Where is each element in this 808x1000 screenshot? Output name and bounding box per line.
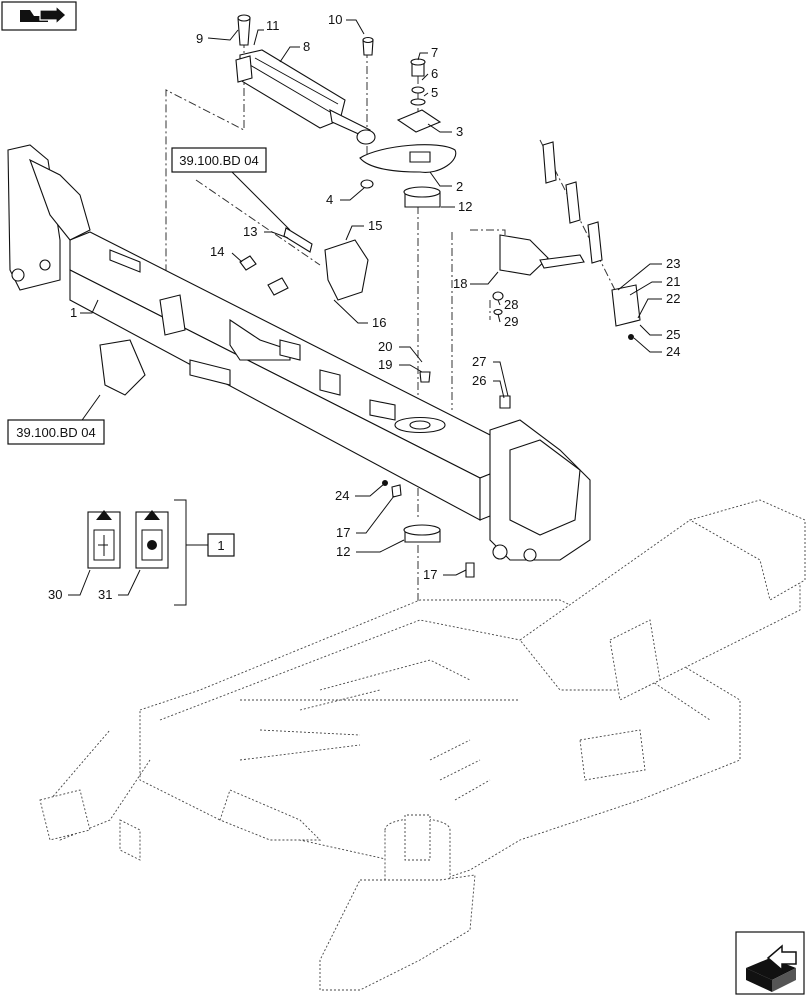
mounting-frame-beam [7, 144, 591, 562]
reference-label: 39.100.BD 04 [179, 153, 259, 168]
reference-label: 39.100.BD 04 [16, 425, 96, 440]
callout-23[interactable]: 23 [666, 256, 680, 271]
tractor-chassis [39, 499, 806, 991]
callout-31[interactable]: 31 [98, 587, 112, 602]
callout-27[interactable]: 27 [472, 354, 486, 369]
callout-12-bottom[interactable]: 12 [336, 544, 350, 559]
callout-21[interactable]: 21 [666, 274, 680, 289]
kit-box[interactable]: 1 [207, 533, 235, 557]
callout-17-center[interactable]: 17 [336, 525, 350, 540]
callout-20[interactable]: 20 [378, 339, 392, 354]
callout-3[interactable]: 3 [456, 124, 463, 139]
callout-10[interactable]: 10 [328, 12, 342, 27]
callout-5[interactable]: 5 [431, 85, 438, 100]
callout-19[interactable]: 19 [378, 357, 392, 372]
callout-25[interactable]: 25 [666, 327, 680, 342]
callout-8[interactable]: 8 [303, 39, 310, 54]
next-page-arrow-icon[interactable] [735, 931, 805, 995]
callout-17-bottom[interactable]: 17 [423, 567, 437, 582]
callout-22[interactable]: 22 [666, 291, 680, 306]
reference-box-left[interactable]: 39.100.BD 04 [7, 419, 105, 445]
callout-13[interactable]: 13 [243, 224, 257, 239]
callout-29[interactable]: 29 [504, 314, 518, 329]
callout-24-right[interactable]: 24 [666, 344, 680, 359]
decal-kit [87, 499, 208, 606]
callout-30[interactable]: 30 [48, 587, 62, 602]
leader-lines [50, 19, 662, 596]
reference-box-top[interactable]: 39.100.BD 04 [171, 147, 267, 173]
callout-1[interactable]: 1 [70, 305, 77, 320]
callout-6[interactable]: 6 [431, 66, 438, 81]
small-hardware [237, 14, 641, 578]
callout-14[interactable]: 14 [210, 244, 224, 259]
callout-16[interactable]: 16 [372, 315, 386, 330]
callout-12-top[interactable]: 12 [458, 199, 472, 214]
tractor-nav-icon[interactable] [1, 1, 77, 31]
callout-4[interactable]: 4 [326, 192, 333, 207]
kit-label: 1 [217, 538, 224, 553]
callout-24-center[interactable]: 24 [335, 488, 349, 503]
callout-28[interactable]: 28 [504, 297, 518, 312]
callout-2[interactable]: 2 [456, 179, 463, 194]
hydraulic-cylinder [235, 49, 376, 145]
callout-9[interactable]: 9 [196, 31, 203, 46]
callout-11[interactable]: 11 [266, 18, 280, 33]
callout-7[interactable]: 7 [431, 45, 438, 60]
callout-18[interactable]: 18 [453, 276, 467, 291]
callout-15[interactable]: 15 [368, 218, 382, 233]
callout-labels: 9 11 8 10 7 6 5 3 2 4 12 13 15 14 16 1 1… [48, 12, 680, 602]
callout-26[interactable]: 26 [472, 373, 486, 388]
